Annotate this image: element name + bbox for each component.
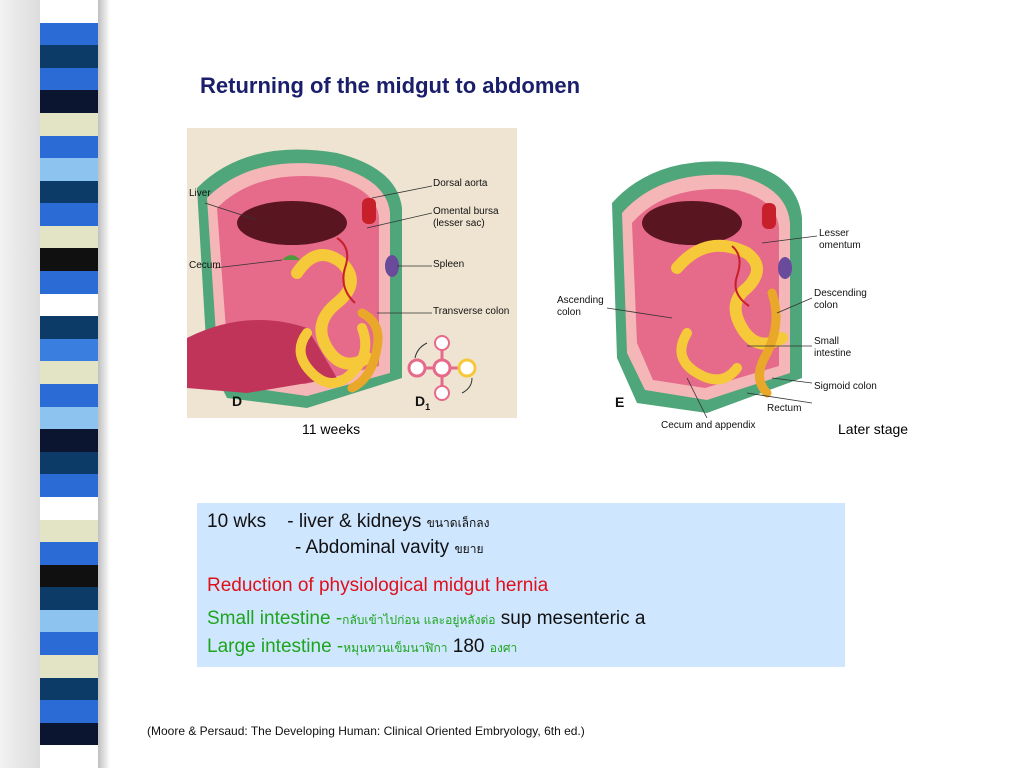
stripe-bar bbox=[40, 22, 98, 46]
label-small-intestine: Small intestine bbox=[814, 336, 852, 359]
stripe-bar bbox=[40, 271, 98, 295]
stripe-bar bbox=[40, 655, 98, 679]
stripe-bar bbox=[40, 632, 98, 656]
label-lesser-omentum: Lesser omentum bbox=[819, 228, 861, 251]
dorsal-aorta-e bbox=[762, 203, 776, 229]
info-line-small-intestine: Small intestine -กลับเข้าไปก่อน และอยู่ห… bbox=[207, 608, 646, 629]
stripe-bar bbox=[40, 722, 98, 746]
stripe-bar bbox=[40, 677, 98, 701]
slide-title: Returning of the midgut to abdomen bbox=[200, 73, 581, 98]
spleen-e bbox=[778, 257, 792, 279]
stripe-bar bbox=[40, 248, 98, 272]
cecum-d bbox=[282, 255, 300, 260]
left-shade bbox=[0, 0, 40, 768]
stripe-bar bbox=[40, 384, 98, 408]
vessel-d bbox=[336, 237, 356, 304]
stripe-bar bbox=[40, 293, 98, 317]
stripe-bar bbox=[40, 112, 98, 137]
label-liver: Liver bbox=[189, 188, 211, 199]
info-line-reduction: Reduction of physiological midgut hernia bbox=[207, 575, 549, 596]
label-cecum: Cecum bbox=[189, 260, 221, 271]
info-line-10wks: 10 wks - liver & kidneys ขนาดเล็กลง bbox=[207, 511, 490, 532]
citation: (Moore & Persaud: The Developing Human: … bbox=[147, 724, 585, 738]
stripe-bar bbox=[40, 587, 98, 611]
stripe-bar bbox=[40, 0, 98, 24]
stripe-bar bbox=[40, 67, 98, 91]
info-line-large-intestine: Large intestine -หมุนทวนเข็มนาฬิกา 180 อ… bbox=[207, 636, 518, 657]
stripe-bar bbox=[40, 45, 98, 69]
label-descending-colon: Descending colon bbox=[814, 288, 867, 311]
label-sigmoid-colon: Sigmoid colon bbox=[814, 381, 877, 392]
stripe-bar bbox=[40, 474, 98, 498]
gut-loop-e1 bbox=[671, 239, 788, 350]
gut-loop-e3 bbox=[755, 288, 781, 398]
stripe-bar bbox=[40, 496, 98, 521]
caption-11-weeks: 11 weeks bbox=[302, 421, 361, 437]
caption-later-stage: Later stage bbox=[838, 421, 909, 437]
liver-d bbox=[237, 201, 347, 245]
panel-letter-d1: D1 bbox=[415, 393, 431, 412]
embryology-figure: Liver Cecum Dorsal aorta Omental bursa (… bbox=[187, 128, 927, 438]
gut-loop-d3 bbox=[347, 308, 383, 393]
label-spleen: Spleen bbox=[433, 259, 465, 270]
label-omental-bursa: Omental bursa (lesser sac) bbox=[433, 206, 499, 229]
stripe-edge bbox=[98, 0, 110, 768]
label-rectum: Rectum bbox=[767, 403, 802, 414]
panel-letter-d: D bbox=[232, 393, 243, 409]
stripe-bar bbox=[40, 519, 98, 543]
dorsal-aorta-d bbox=[362, 198, 376, 224]
label-dorsal-aorta: Dorsal aorta bbox=[433, 178, 488, 189]
stripe-bar bbox=[40, 406, 98, 430]
label-transverse-colon: Transverse colon bbox=[433, 306, 510, 317]
figure-illustration bbox=[187, 128, 892, 419]
stripe-bar bbox=[40, 316, 98, 340]
gut-loop-e2 bbox=[676, 328, 742, 385]
stripe-bar bbox=[40, 361, 98, 385]
spleen-d bbox=[385, 255, 399, 277]
gut-loop-d1 bbox=[291, 249, 373, 370]
left-decorative-stripe bbox=[0, 0, 110, 768]
label-ascending-colon: Ascending colon bbox=[557, 295, 604, 318]
stripe-bar bbox=[40, 564, 98, 588]
rotation-diagram-d1 bbox=[407, 335, 477, 401]
stripe-bar bbox=[40, 609, 98, 633]
stripe-bar bbox=[40, 338, 98, 362]
stripe-bar bbox=[40, 180, 98, 204]
vessel-e bbox=[731, 245, 750, 307]
liver-e bbox=[642, 201, 742, 245]
stripe-bar bbox=[40, 429, 98, 453]
stripe-bar bbox=[40, 542, 98, 566]
stripe-bar bbox=[40, 135, 98, 159]
info-box: 10 wks - liver & kidneys ขนาดเล็กลง - Ab… bbox=[197, 503, 845, 667]
stripe-bar bbox=[40, 158, 98, 182]
stripe-bars bbox=[40, 0, 98, 768]
stripe-bar bbox=[40, 700, 98, 724]
gut-loop-d2 bbox=[295, 323, 371, 388]
stripe-bar bbox=[40, 225, 98, 249]
info-line-abdominal: - Abdominal vavity ขยาย bbox=[295, 537, 484, 558]
stripe-bar bbox=[40, 745, 98, 768]
panel-letter-e: E bbox=[615, 394, 625, 410]
stripe-bar bbox=[40, 203, 98, 227]
label-cecum-appendix: Cecum and appendix bbox=[661, 420, 756, 431]
stripe-bar bbox=[40, 451, 98, 475]
stripe-bar bbox=[40, 90, 98, 114]
